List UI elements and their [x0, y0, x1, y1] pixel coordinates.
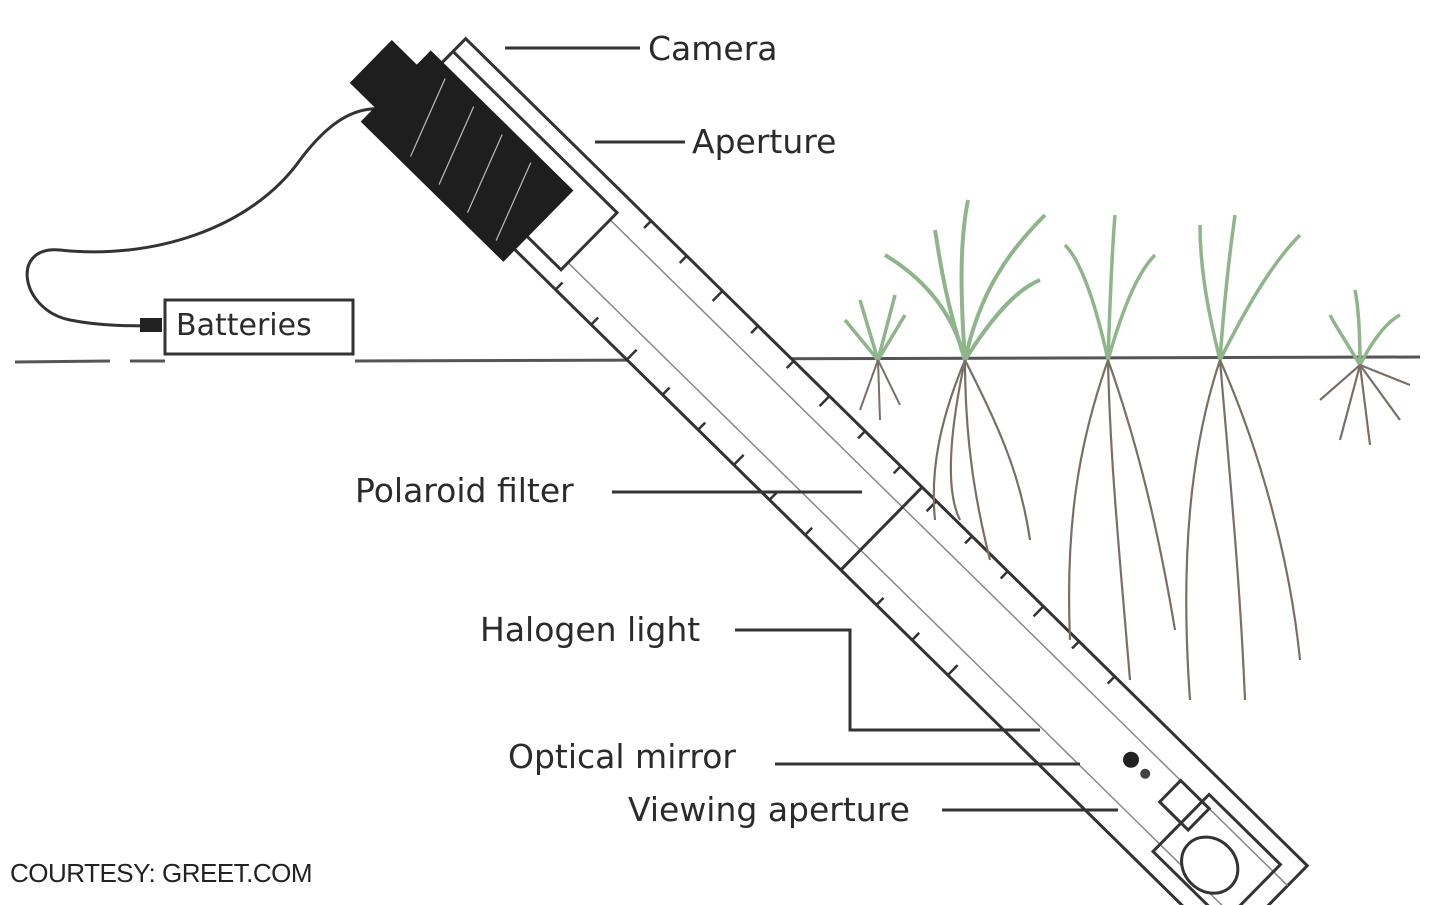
ground-line — [14, 355, 1421, 364]
cable-plug — [140, 318, 162, 332]
plant-5 — [1319, 289, 1411, 446]
halogen-light-label: Halogen light — [480, 610, 701, 649]
viewing-aperture-label: Viewing aperture — [628, 790, 910, 829]
image-credit: COURTESY: GREET.COM — [10, 858, 313, 888]
leader-lines — [505, 46, 1118, 812]
viewing-aperture — [1180, 835, 1240, 895]
polaroid-filter-label: Polaroid filter — [355, 471, 574, 510]
aperture-label: Aperture — [692, 122, 837, 161]
battery-cable — [25, 107, 401, 328]
batteries-label: Batteries — [176, 308, 312, 343]
camera-label: Camera — [648, 29, 778, 68]
plant-2 — [883, 199, 1047, 561]
plant-1 — [843, 294, 907, 421]
plant-4 — [1185, 214, 1302, 701]
plant-3 — [1063, 214, 1177, 681]
optical-mirror — [1157, 778, 1212, 833]
polaroid-filter-line — [839, 486, 924, 572]
halogen-light — [1122, 751, 1139, 768]
camera — [349, 40, 574, 262]
optical-mirror-label: Optical mirror — [508, 737, 736, 776]
batteries-box — [163, 298, 355, 356]
